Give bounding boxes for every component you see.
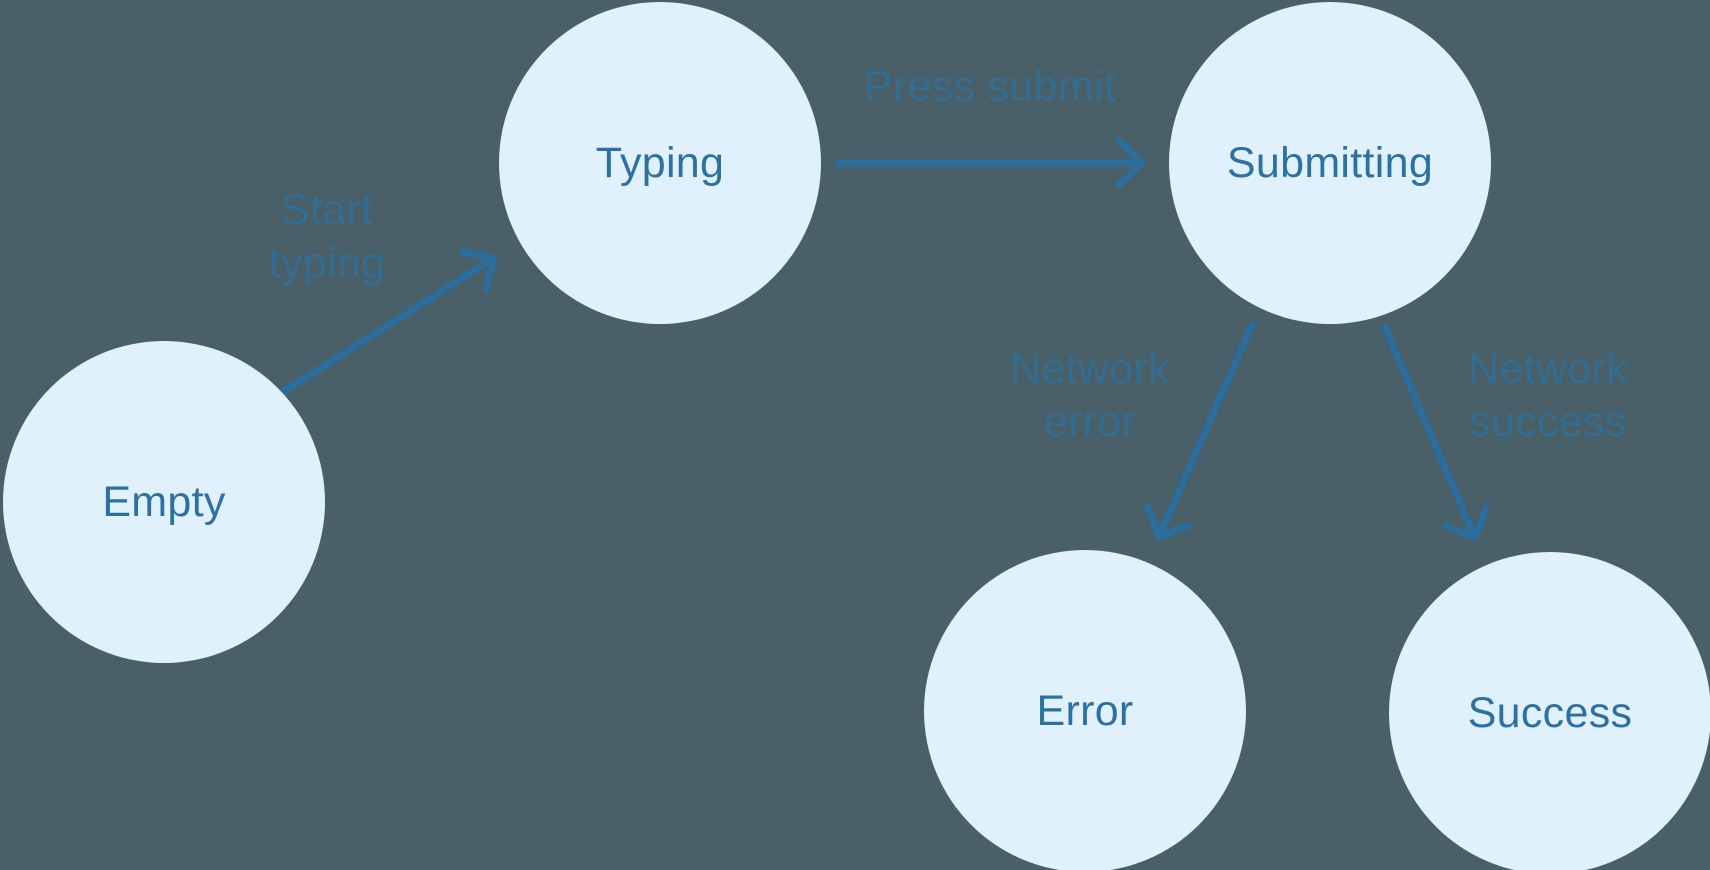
- edge-label-start-typing: Start typing: [268, 186, 386, 287]
- state-node-submitting: Submitting: [1169, 2, 1491, 324]
- state-node-error: Error: [924, 550, 1246, 870]
- edge-label-press-submit: Press submit: [863, 62, 1117, 111]
- arrowhead-icon: [1442, 504, 1490, 542]
- state-label-typing: Typing: [595, 138, 725, 187]
- edge-line-empty-typing: [279, 254, 498, 396]
- edge-typing-to-submitting: [834, 137, 1146, 189]
- state-label-error: Error: [1036, 686, 1134, 735]
- state-label-empty: Empty: [102, 477, 226, 526]
- edge-label-network-error: Network error: [1010, 345, 1170, 446]
- edge-label-network-success: Network success: [1468, 345, 1628, 446]
- arrowhead-icon: [459, 248, 498, 293]
- state-node-success: Success: [1389, 552, 1710, 870]
- state-node-empty: Empty: [3, 341, 325, 663]
- edge-empty-to-typing: [279, 248, 498, 396]
- state-node-typing: Typing: [499, 2, 821, 324]
- edge-line-submitting-error: [1155, 321, 1256, 541]
- state-label-submitting: Submitting: [1226, 138, 1434, 187]
- arrowhead-icon: [1144, 503, 1193, 541]
- edge-submitting-to-error: [1144, 321, 1256, 541]
- edge-line-submitting-success: [1381, 323, 1479, 542]
- edge-submitting-to-success: [1381, 323, 1490, 542]
- state-label-success: Success: [1467, 688, 1633, 737]
- arrowhead-icon: [1115, 137, 1146, 189]
